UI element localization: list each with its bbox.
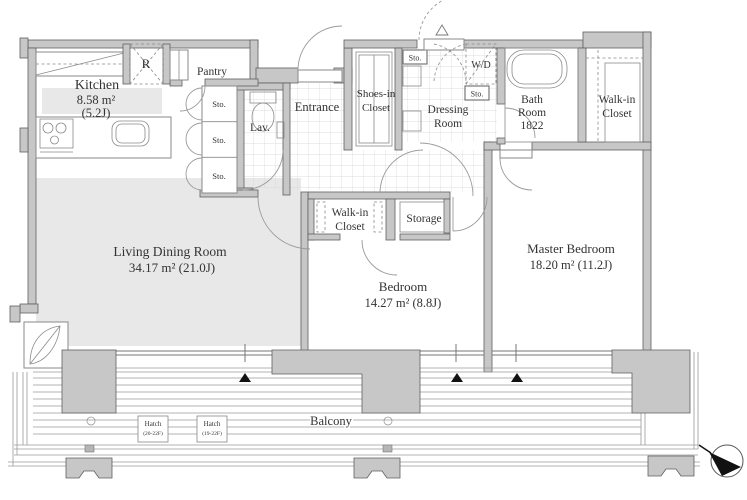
balcony-block-3 <box>647 455 695 477</box>
dressing-label-2: Room <box>434 118 462 130</box>
fixtures <box>23 38 643 369</box>
living-door-swing <box>257 196 311 250</box>
hatch-box-2 <box>196 415 228 443</box>
lav-tile-floor <box>244 90 283 188</box>
wic-center-label-2: Closet <box>335 221 365 233</box>
pillars <box>61 349 691 414</box>
living-floor-shade <box>36 178 301 346</box>
compass-needle <box>709 452 741 476</box>
washer-dryer-box <box>465 43 497 85</box>
kitchen-sink <box>111 120 150 147</box>
bedroom-door-swing <box>452 196 488 232</box>
bedroom-area: 14.27 m² (8.8J) <box>365 296 442 310</box>
hatch-label-1b: (20-22F) <box>143 430 163 437</box>
balcony-label: Balcony <box>310 414 352 428</box>
balcony <box>8 352 700 479</box>
shoes-closet-label-2: Closet <box>362 102 390 114</box>
shoes-closet-shelf <box>355 51 393 147</box>
master-area: 18.20 m² (11.2J) <box>530 258 612 272</box>
window-marker-2 <box>451 373 463 382</box>
kitchen-area: 8.58 m² <box>77 93 116 107</box>
sto-label-2: Sto. <box>212 135 225 145</box>
annotations <box>239 24 523 382</box>
corridor-door-swing-b <box>419 142 474 197</box>
hall-tile-floor <box>344 150 484 192</box>
wd-label: W/D <box>471 60 490 71</box>
entrance-door <box>297 69 343 83</box>
dressing-label-1: Dressing <box>428 104 469 116</box>
sto-badge-1 <box>402 49 428 65</box>
bath-label-3: 1822 <box>521 120 544 132</box>
closet-door-swing <box>361 239 398 276</box>
pillar-left <box>61 349 117 414</box>
wic-right-label-1: Walk-in <box>599 94 636 106</box>
shoes-closet-label-1: Shoes-in <box>357 88 396 100</box>
bath-label-2: Room <box>518 107 546 119</box>
doors <box>179 0 536 276</box>
hatch-label-2a: Hatch <box>204 420 221 428</box>
planter-box <box>23 321 69 369</box>
kitchen-tatami: (5.2J) <box>82 106 111 120</box>
bath-floor <box>504 47 579 143</box>
hatch-box-1 <box>137 415 169 443</box>
wic-right-label-2: Closet <box>602 108 632 120</box>
kitchen-label: Kitchen <box>75 78 119 93</box>
entrance-marker <box>435 24 449 36</box>
sto-badge-2 <box>464 85 490 101</box>
pillar-right <box>611 349 691 414</box>
refrigerator-label: R <box>142 56 151 71</box>
compass <box>698 444 744 478</box>
living-area: 34.17 m² (21.0J) <box>129 260 215 275</box>
sto-label-3: Sto. <box>212 171 225 181</box>
living-label: Living Dining Room <box>113 244 227 259</box>
entrance-door-swing <box>297 25 343 71</box>
bathtub <box>506 49 568 89</box>
pantry-door-swing <box>179 85 206 112</box>
bedroom-label: Bedroom <box>379 279 427 294</box>
storage-column <box>201 85 238 194</box>
master-door-swing <box>499 157 533 191</box>
balcony-block-2 <box>353 457 401 479</box>
lav-label: Lav. <box>250 122 270 134</box>
sto-label-1: Sto. <box>212 99 225 109</box>
kitchen-label-shade <box>42 88 162 114</box>
entrance-tile-floor <box>290 83 345 190</box>
labels: Kitchen 8.58 m² (5.2J) R Pantry Sto. Sto… <box>75 54 636 438</box>
sto-badge-label-2: Sto. <box>471 90 484 99</box>
balcony-deck-lines <box>33 377 641 435</box>
balcony-block-1 <box>65 457 113 479</box>
bath-door-swing <box>504 107 536 139</box>
sto-badge-label-1: Sto. <box>409 54 422 63</box>
lav-door-swing <box>242 149 284 191</box>
pantry-label: Pantry <box>197 66 227 78</box>
hatch-label-1a: Hatch <box>145 420 162 428</box>
master-label: Master Bedroom <box>527 241 615 256</box>
corridor-door-swing-a <box>379 149 424 194</box>
hatch-label-2b: (19-22F) <box>202 430 222 437</box>
pillar-center <box>271 349 421 414</box>
bath-label-1: Bath <box>521 94 543 106</box>
floor-shading <box>36 48 497 346</box>
cooktop <box>39 118 74 149</box>
toilet-bowl <box>251 102 275 132</box>
entrance-label: Entrance <box>295 100 340 114</box>
wic-center-label-1: Walk-in <box>332 207 369 219</box>
window-marker-3 <box>511 373 523 382</box>
refrigerator-box <box>129 43 164 85</box>
window-marker-1 <box>239 373 251 382</box>
storage-label: Storage <box>406 213 441 225</box>
porch-gate-swing <box>418 0 445 41</box>
